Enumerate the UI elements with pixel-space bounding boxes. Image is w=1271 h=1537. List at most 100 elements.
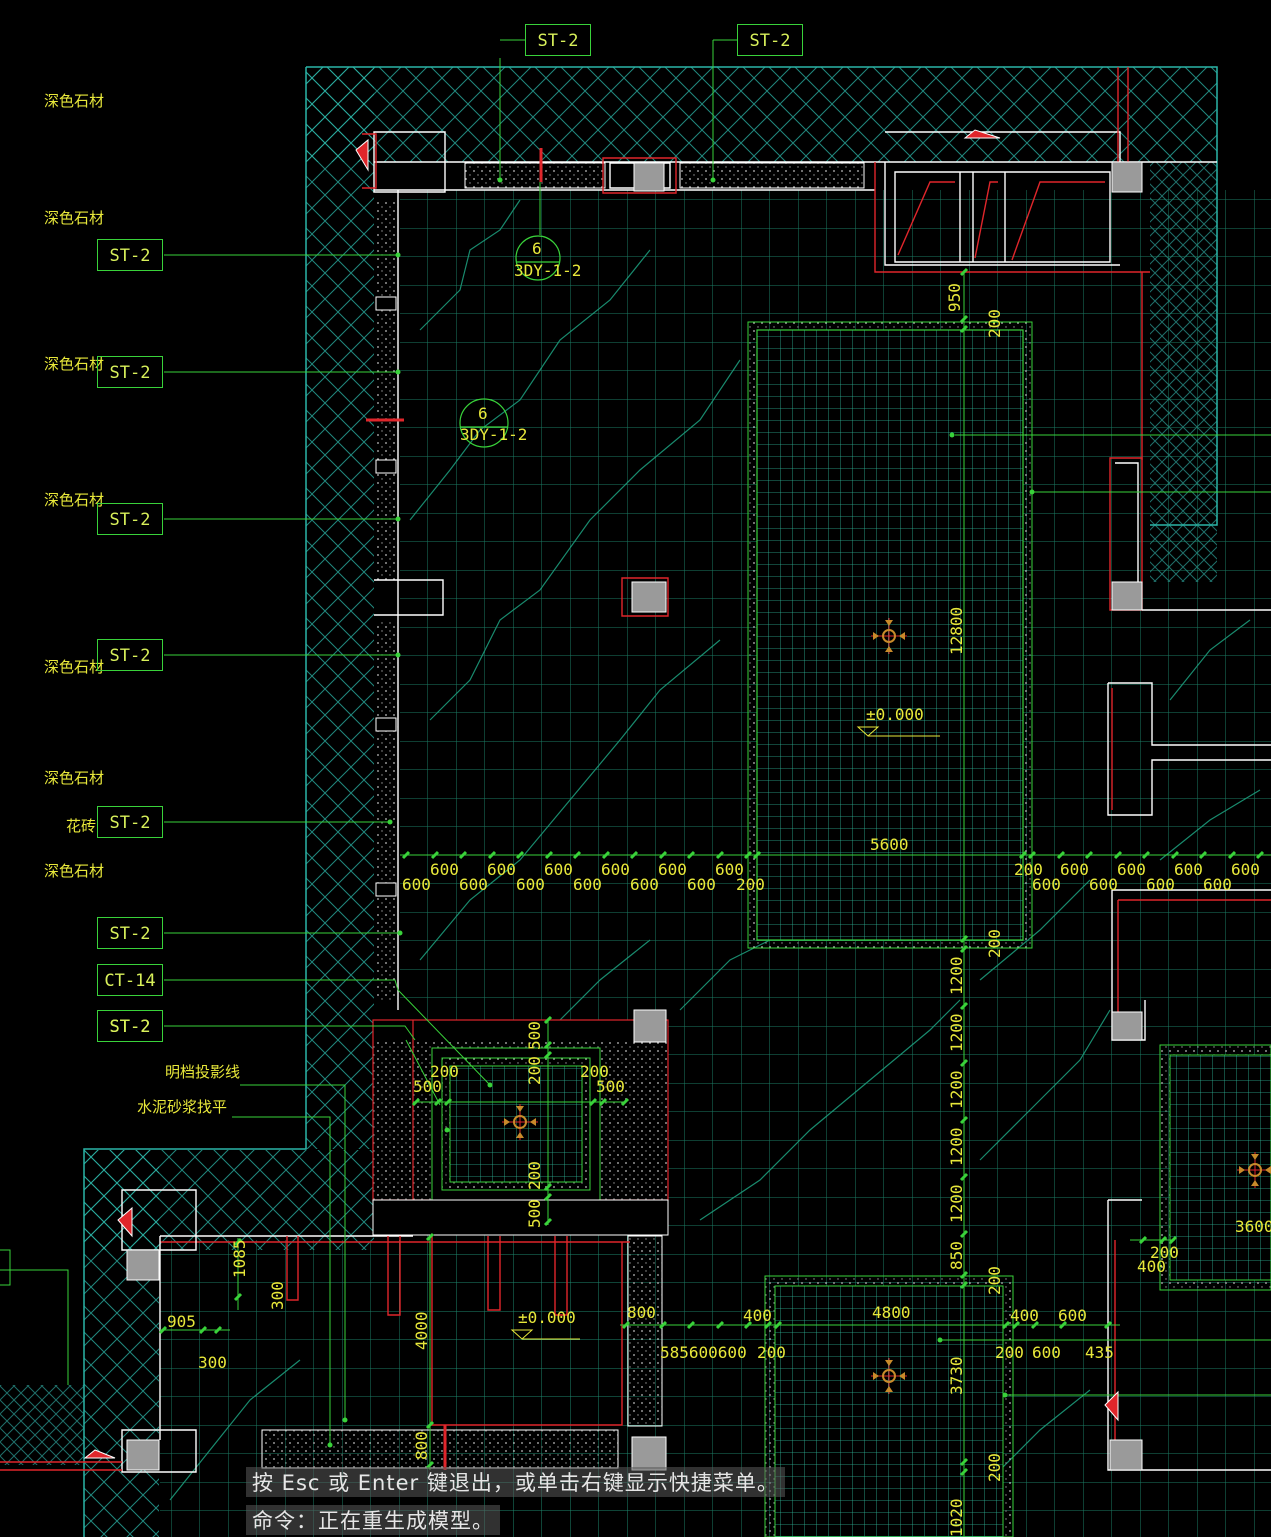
dim-text: 600 <box>1060 860 1089 879</box>
dim-text: 600 <box>1203 875 1232 894</box>
callout-number: 6 <box>478 404 488 423</box>
dim-text: 500 <box>525 1199 544 1228</box>
dim-text: 600 <box>1058 1306 1087 1325</box>
dim-text: 1200 <box>947 1013 966 1052</box>
dim-text: 200 <box>757 1343 786 1362</box>
material-tag[interactable]: ST-2 <box>97 503 163 535</box>
material-note: 深色石材 <box>44 862 105 880</box>
dim-text: 5600 <box>870 835 909 854</box>
level-text: ±0.000 <box>866 705 924 724</box>
dim-text: 1020 <box>947 1498 966 1537</box>
dim-text: 200 <box>985 929 1004 958</box>
dim-text: 200 <box>985 1453 1004 1482</box>
dim-text: 200 <box>736 875 765 894</box>
dim-text: 4800 <box>872 1303 911 1322</box>
material-tag[interactable]: ST-2 <box>97 239 163 271</box>
dim-text: 600 <box>630 875 659 894</box>
dim-text: 600 <box>430 860 459 879</box>
elevation-arrows <box>83 129 1119 1459</box>
material-note: 水泥砂浆找平 <box>137 1098 228 1116</box>
dim-text: 600 <box>1089 875 1118 894</box>
material-note: 深色石材 <box>44 658 105 676</box>
dim-text: 600 <box>1146 875 1175 894</box>
material-tag[interactable]: ST-2 <box>97 917 163 949</box>
dim-text: 500 <box>525 1021 544 1050</box>
dim-text: 1085 <box>230 1239 249 1278</box>
dim-text: 400 <box>1010 1306 1039 1325</box>
dim-text: 1200 <box>947 956 966 995</box>
dim-text: 600 <box>687 875 716 894</box>
small-inlay[interactable] <box>372 1019 669 1236</box>
lower-inlay[interactable] <box>764 1275 1014 1537</box>
dim-text: 400 <box>1137 1257 1166 1276</box>
dim-text: 1200 <box>947 1070 966 1109</box>
dim-text: 600 <box>1117 860 1146 879</box>
red-markers <box>366 148 543 1470</box>
dim-text: 1200 <box>947 1184 966 1223</box>
dim-text: 600 <box>715 860 744 879</box>
dimension-texts: 600 600 600 600 600 600 600 600 600 600 … <box>167 239 1271 1537</box>
center-inlay[interactable] <box>747 321 1033 949</box>
dim-text: 600 <box>516 875 545 894</box>
leader-dots <box>327 177 1035 1448</box>
material-tag[interactable]: ST-2 <box>97 356 163 388</box>
material-tag[interactable]: ST-2 <box>737 24 803 56</box>
material-tag[interactable]: ST-2 <box>525 24 591 56</box>
dim-text: 300 <box>198 1353 227 1372</box>
dim-text: 200 <box>430 1062 459 1081</box>
right-inlay[interactable] <box>1159 1044 1271 1291</box>
gravel-strips <box>261 162 865 1469</box>
material-note: 明档投影线 <box>165 1063 241 1081</box>
dim-text: 800 <box>627 1303 656 1322</box>
dim-text: 200 <box>985 309 1004 338</box>
dim-text: 500 <box>413 1077 442 1096</box>
section-callouts[interactable] <box>459 235 561 448</box>
material-tag[interactable]: ST-2 <box>97 639 163 671</box>
dim-text: 200 <box>1014 860 1043 879</box>
material-tag[interactable]: ST-2 <box>97 1010 163 1042</box>
dim-text: 850 <box>947 1241 966 1270</box>
dim-text: 200 <box>995 1343 1024 1362</box>
callout-number: 6 <box>532 239 542 258</box>
dimension-ticks <box>158 267 1265 1477</box>
material-note: 深色石材 <box>44 769 105 787</box>
dim-text: 500 <box>596 1077 625 1096</box>
dim-text: 600 <box>544 860 573 879</box>
dim-text: 435 <box>1085 1343 1114 1362</box>
dim-text: 3730 <box>947 1356 966 1395</box>
callout-ref: 3DY-1-2 <box>460 425 527 444</box>
dim-text: 1200 <box>947 1127 966 1166</box>
dim-text: 400 <box>743 1306 772 1325</box>
dim-text: 600 <box>459 875 488 894</box>
dim-text: 800 <box>412 1431 431 1460</box>
dim-text: 600 <box>1032 875 1061 894</box>
dim-text: 200 <box>985 1266 1004 1295</box>
command-prompt-line: 按 Esc 或 Enter 键退出，或单击右键显示快捷菜单。 <box>246 1467 785 1497</box>
dim-text: 600 <box>573 875 602 894</box>
level-markers <box>510 726 940 1340</box>
dim-text: 3600 <box>1235 1217 1271 1236</box>
dim-text: 905 <box>167 1312 196 1331</box>
dim-text: 950 <box>945 283 964 312</box>
dim-text: 600 <box>658 860 687 879</box>
dim-text: 585600600 <box>660 1343 747 1362</box>
dim-text: 600 <box>487 860 516 879</box>
center-marks <box>502 618 1271 1394</box>
dim-text: 300 <box>268 1281 287 1310</box>
material-tag[interactable]: CT-14 <box>97 964 163 996</box>
columns[interactable] <box>126 161 1143 1471</box>
dim-text: 600 <box>601 860 630 879</box>
dim-text: 200 <box>525 1056 544 1085</box>
command-status-line[interactable]: 命令：正在重生成模型。 <box>246 1505 500 1535</box>
material-note: 深色石材 <box>44 491 105 509</box>
dim-text: 12800 <box>947 607 966 655</box>
material-note: 花砖 <box>66 817 97 835</box>
dim-text: 600 <box>1032 1343 1061 1362</box>
dim-text: 4000 <box>412 1311 431 1350</box>
material-tag[interactable]: ST-2 <box>97 806 163 838</box>
dim-text: 200 <box>525 1161 544 1190</box>
dim-text: 200 <box>1150 1243 1179 1262</box>
level-text: ±0.000 <box>518 1308 576 1327</box>
material-note: 深色石材 <box>44 209 105 227</box>
